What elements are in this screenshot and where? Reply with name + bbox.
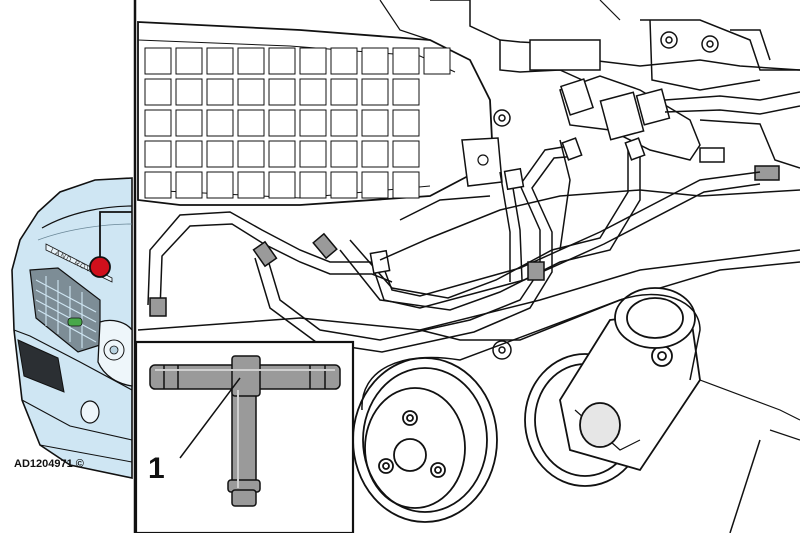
intake-grid-cell [361,171,389,199]
intake-grid-cell [361,78,389,106]
intake-grid-cell [268,171,296,199]
intake-grid-cell [144,109,172,137]
intake-grid-cell [206,140,234,168]
intake-grid-cell [175,78,203,106]
intake-grid-cell [144,78,172,106]
tensioner-pulley [524,308,701,487]
intake-grid-cell [330,78,358,106]
intake-grid-cell [144,171,172,199]
intake-grid-cell [392,171,420,199]
vehicle-fog-light [80,400,100,424]
intake-grid-cell [423,47,451,75]
intake-grid-cell [299,109,327,137]
intake-grid-cell [268,78,296,106]
intake-grid-cell [237,109,265,137]
intake-grid-cell [175,171,203,199]
location-marker [89,256,111,278]
intake-grid-cell [330,47,358,75]
engine-bay-illustration [137,0,800,533]
intake-grid-cell [268,109,296,137]
intake-grid-cell [330,140,358,168]
intake-grid [144,47,451,199]
grille-emblem [67,317,83,327]
drive-belt [361,293,701,411]
intake-grid-cell [392,109,420,137]
vacuum-valve-block [559,75,800,181]
intake-grid-cell [268,47,296,75]
intake-grid-cell [392,140,420,168]
housing-bracket [461,137,503,187]
vacuum-hoses [147,137,761,353]
t-connector-part [149,355,341,507]
upper-engine-components [379,0,800,91]
intake-grid-cell [299,78,327,106]
location-leader-line [99,211,132,257]
idler-pulley [614,287,696,349]
intake-grid-cell [144,140,172,168]
t-connector-inset [134,340,355,533]
crankshaft-pulley [352,357,498,523]
intake-grid-cell [299,140,327,168]
intake-grid-cell [392,47,420,75]
intake-grid-cell [361,47,389,75]
intake-grid-cell [175,140,203,168]
vehicle-lower-grille [17,339,65,393]
intake-grid-cell [330,171,358,199]
vehicle-front-view: LAND ROVER [11,177,133,479]
intake-grid-cell [206,78,234,106]
engine-block [137,109,800,421]
callout-number: 1 [148,452,165,485]
intake-grid-cell [299,47,327,75]
intake-grid-cell [206,171,234,199]
intake-grid-cell [206,109,234,137]
intake-grid-cell [330,109,358,137]
intake-grid-cell [299,171,327,199]
intake-grid-cell [361,109,389,137]
intake-grid-cell [237,171,265,199]
intake-grid-cell [268,140,296,168]
intake-grid-cell [206,47,234,75]
intake-grid-cell [175,109,203,137]
intake-grid-cell [237,47,265,75]
intake-grid-cell [237,140,265,168]
intake-grid-cell [175,47,203,75]
intake-grid-cell [361,140,389,168]
intake-grid-cell [237,78,265,106]
intake-grid-cell [144,47,172,75]
intake-grid-cell [392,78,420,106]
reference-code: AD1204971 © [14,458,84,470]
callout-leader-line [179,377,241,459]
